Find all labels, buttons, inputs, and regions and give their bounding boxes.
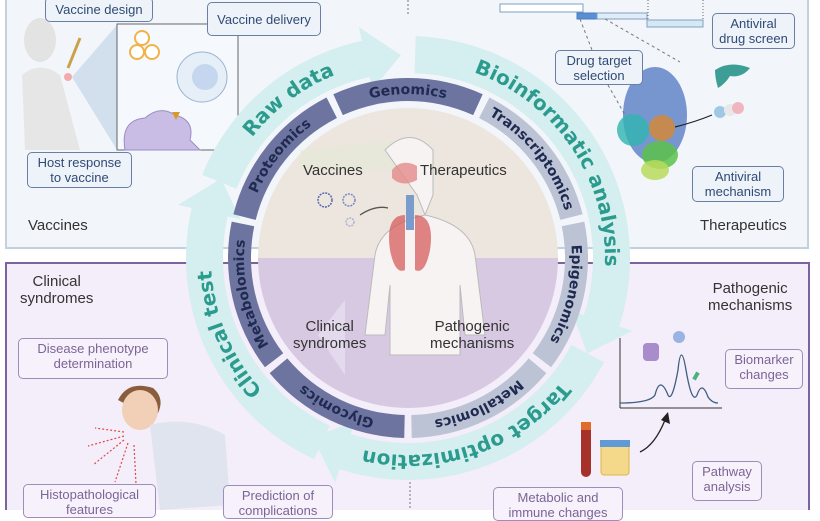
process-arrow-head xyxy=(571,311,633,354)
drug-screen-line2: drug screen xyxy=(719,31,788,46)
sample-tubes-illustration xyxy=(581,412,670,477)
drug-target-line1: Drug target xyxy=(566,52,632,68)
process-arrow-head xyxy=(178,178,241,220)
process-arrow-band xyxy=(185,200,330,460)
vaccine-delivery-label: Vaccine delivery xyxy=(217,11,311,27)
vaccines-section-label: Vaccines xyxy=(28,217,88,234)
omics-segment-epigenomics xyxy=(532,221,588,368)
process-arrow-head xyxy=(358,27,401,90)
omics-segment-metabolomics xyxy=(227,221,284,368)
mechanism-line2: mechanism xyxy=(704,184,772,199)
drug-screen-line1: Antiviral xyxy=(730,16,777,31)
omics-segment-transcriptomics xyxy=(479,97,583,220)
drug-target-line2: selection xyxy=(573,67,625,83)
omics-ring: GenomicsTranscriptomicsEpigenomicsMetall… xyxy=(227,78,588,438)
drug-screen-table xyxy=(499,0,704,116)
therapeutics-section-label: Therapeutics xyxy=(700,217,787,234)
omics-segment-metallomics xyxy=(411,358,547,438)
vaccine-delivery-illustration xyxy=(123,30,228,151)
virus-particles xyxy=(317,192,389,227)
biomarker-peak-chart-illustration xyxy=(619,331,722,409)
center-therapeutics-label: Therapeutics xyxy=(420,162,507,179)
omics-label-genomics: Genomics xyxy=(368,82,449,102)
host-response-line2: to vaccine xyxy=(50,170,109,185)
center-vaccines-label: Vaccines xyxy=(303,162,363,179)
coughing-person-illustration xyxy=(87,385,230,510)
process-arrow-band xyxy=(332,344,605,480)
vaccine-design-label: Vaccine design xyxy=(55,2,143,17)
person-injection-illustration xyxy=(22,18,117,150)
process-arrow-band xyxy=(414,36,630,334)
mechanism-line1: Antiviral xyxy=(714,169,762,184)
omics-segment-proteomics xyxy=(233,97,337,220)
omics-segment-glycomics xyxy=(269,358,405,438)
protein-structure-illustration xyxy=(617,64,750,180)
omics-segment-genomics xyxy=(333,78,483,116)
vaccine-delivery-box: Vaccine delivery xyxy=(207,2,321,36)
host-response-line1: Host response xyxy=(37,155,122,170)
human-lungs-illustration xyxy=(364,137,486,356)
vaccine-design-box: Vaccine design xyxy=(45,0,153,22)
process-arrow-band xyxy=(202,39,376,189)
